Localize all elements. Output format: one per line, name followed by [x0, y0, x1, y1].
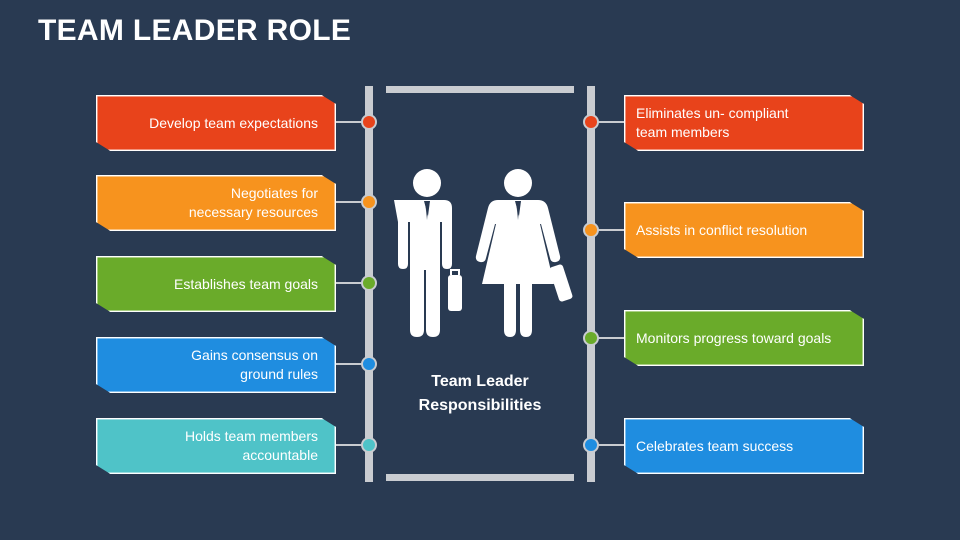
- connector: [594, 229, 624, 231]
- right-item-4-text: Celebrates team success: [636, 437, 794, 454]
- right-item-2-dot: [583, 222, 599, 238]
- left-item-1-dot: [361, 114, 377, 130]
- connector: [336, 282, 366, 284]
- top-bar: [386, 86, 574, 93]
- connector: [336, 121, 366, 123]
- right-item-3: Monitors progress toward goals: [624, 310, 864, 366]
- left-item-2-dot: [361, 194, 377, 210]
- right-item-4: Celebrates team success: [624, 418, 864, 474]
- right-item-3-text: Monitors progress toward goals: [636, 329, 832, 346]
- left-item-1: Develop team expectations: [96, 95, 336, 151]
- right-item-2: Assists in conflict resolution: [624, 202, 864, 258]
- left-item-1-text: Develop team expectations: [149, 114, 318, 131]
- right-item-2-text: Assists in conflict resolution: [636, 221, 808, 238]
- connector: [594, 121, 624, 123]
- businesswoman-icon: [475, 169, 573, 337]
- bottom-bar: [386, 474, 574, 481]
- left-item-3-text: Establishes team goals: [174, 275, 318, 292]
- right-item-3-dot: [583, 330, 599, 346]
- left-item-3: Establishes team goals: [96, 256, 336, 312]
- right-item-1-dot: [583, 114, 599, 130]
- left-item-5-dot: [361, 437, 377, 453]
- businessman-icon: [394, 169, 462, 337]
- team-figures: [394, 169, 573, 337]
- left-item-3-dot: [361, 275, 377, 291]
- right-rail: [587, 86, 595, 482]
- connector: [336, 201, 366, 203]
- left-item-4-dot: [361, 356, 377, 372]
- connector: [594, 337, 624, 339]
- page-title: TEAM LEADER ROLE: [38, 14, 352, 47]
- connector: [336, 444, 366, 446]
- right-item-4-dot: [583, 437, 599, 453]
- connector: [336, 363, 366, 365]
- connector: [594, 444, 624, 446]
